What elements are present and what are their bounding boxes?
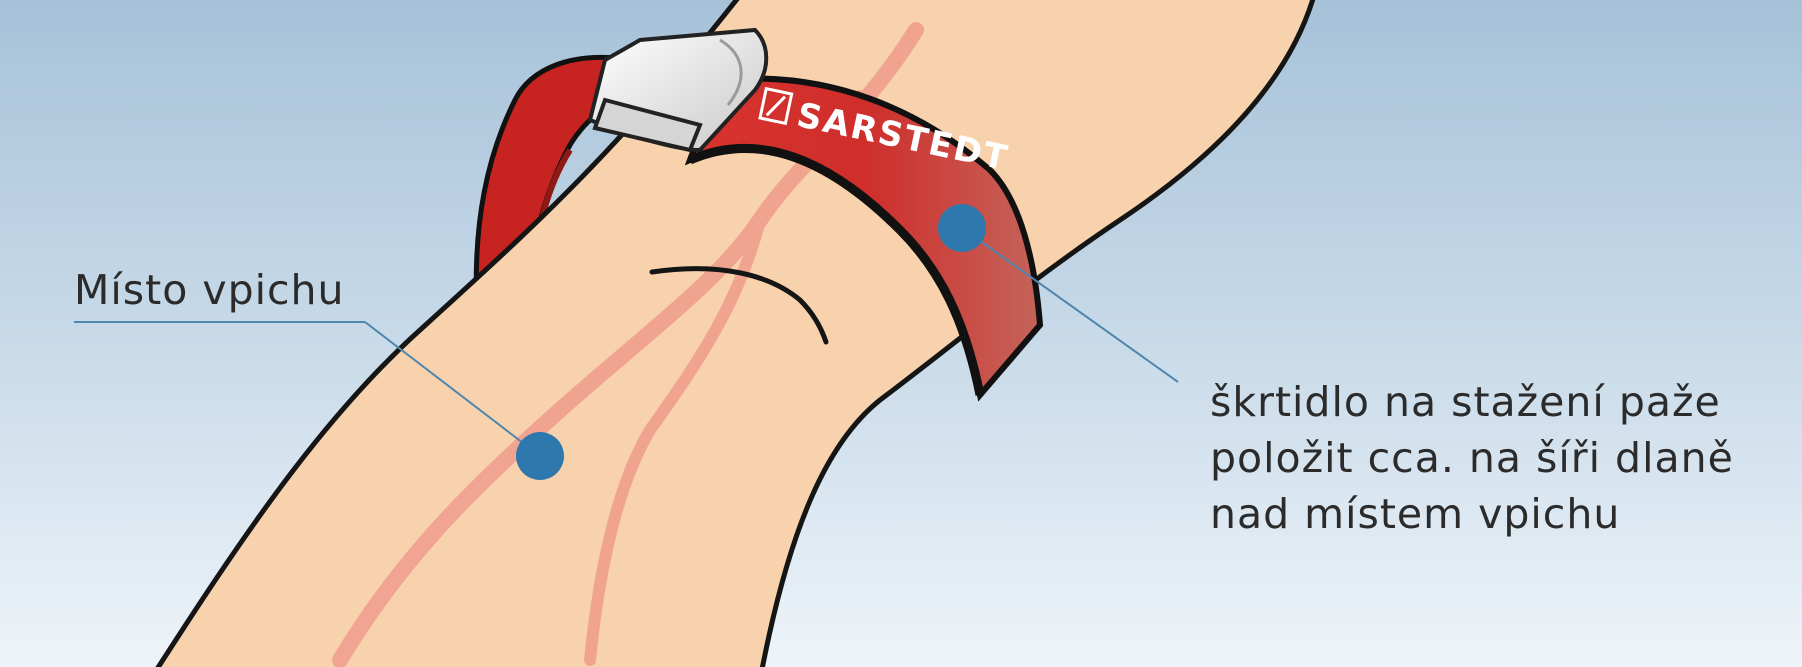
puncture-site-marker [516,432,564,480]
tourniquet-instructions-line-2: položit cca. na šíři dlaně [1210,430,1734,486]
tourniquet-marker [938,204,986,252]
tourniquet-instructions-line-1: škrtidlo na stažení paže [1210,374,1734,430]
tourniquet-instructions-line-3: nad místem vpichu [1210,486,1734,542]
tourniquet-instructions: škrtidlo na stažení paže položit cca. na… [1210,374,1734,542]
puncture-site-label: Místo vpichu [74,262,345,318]
